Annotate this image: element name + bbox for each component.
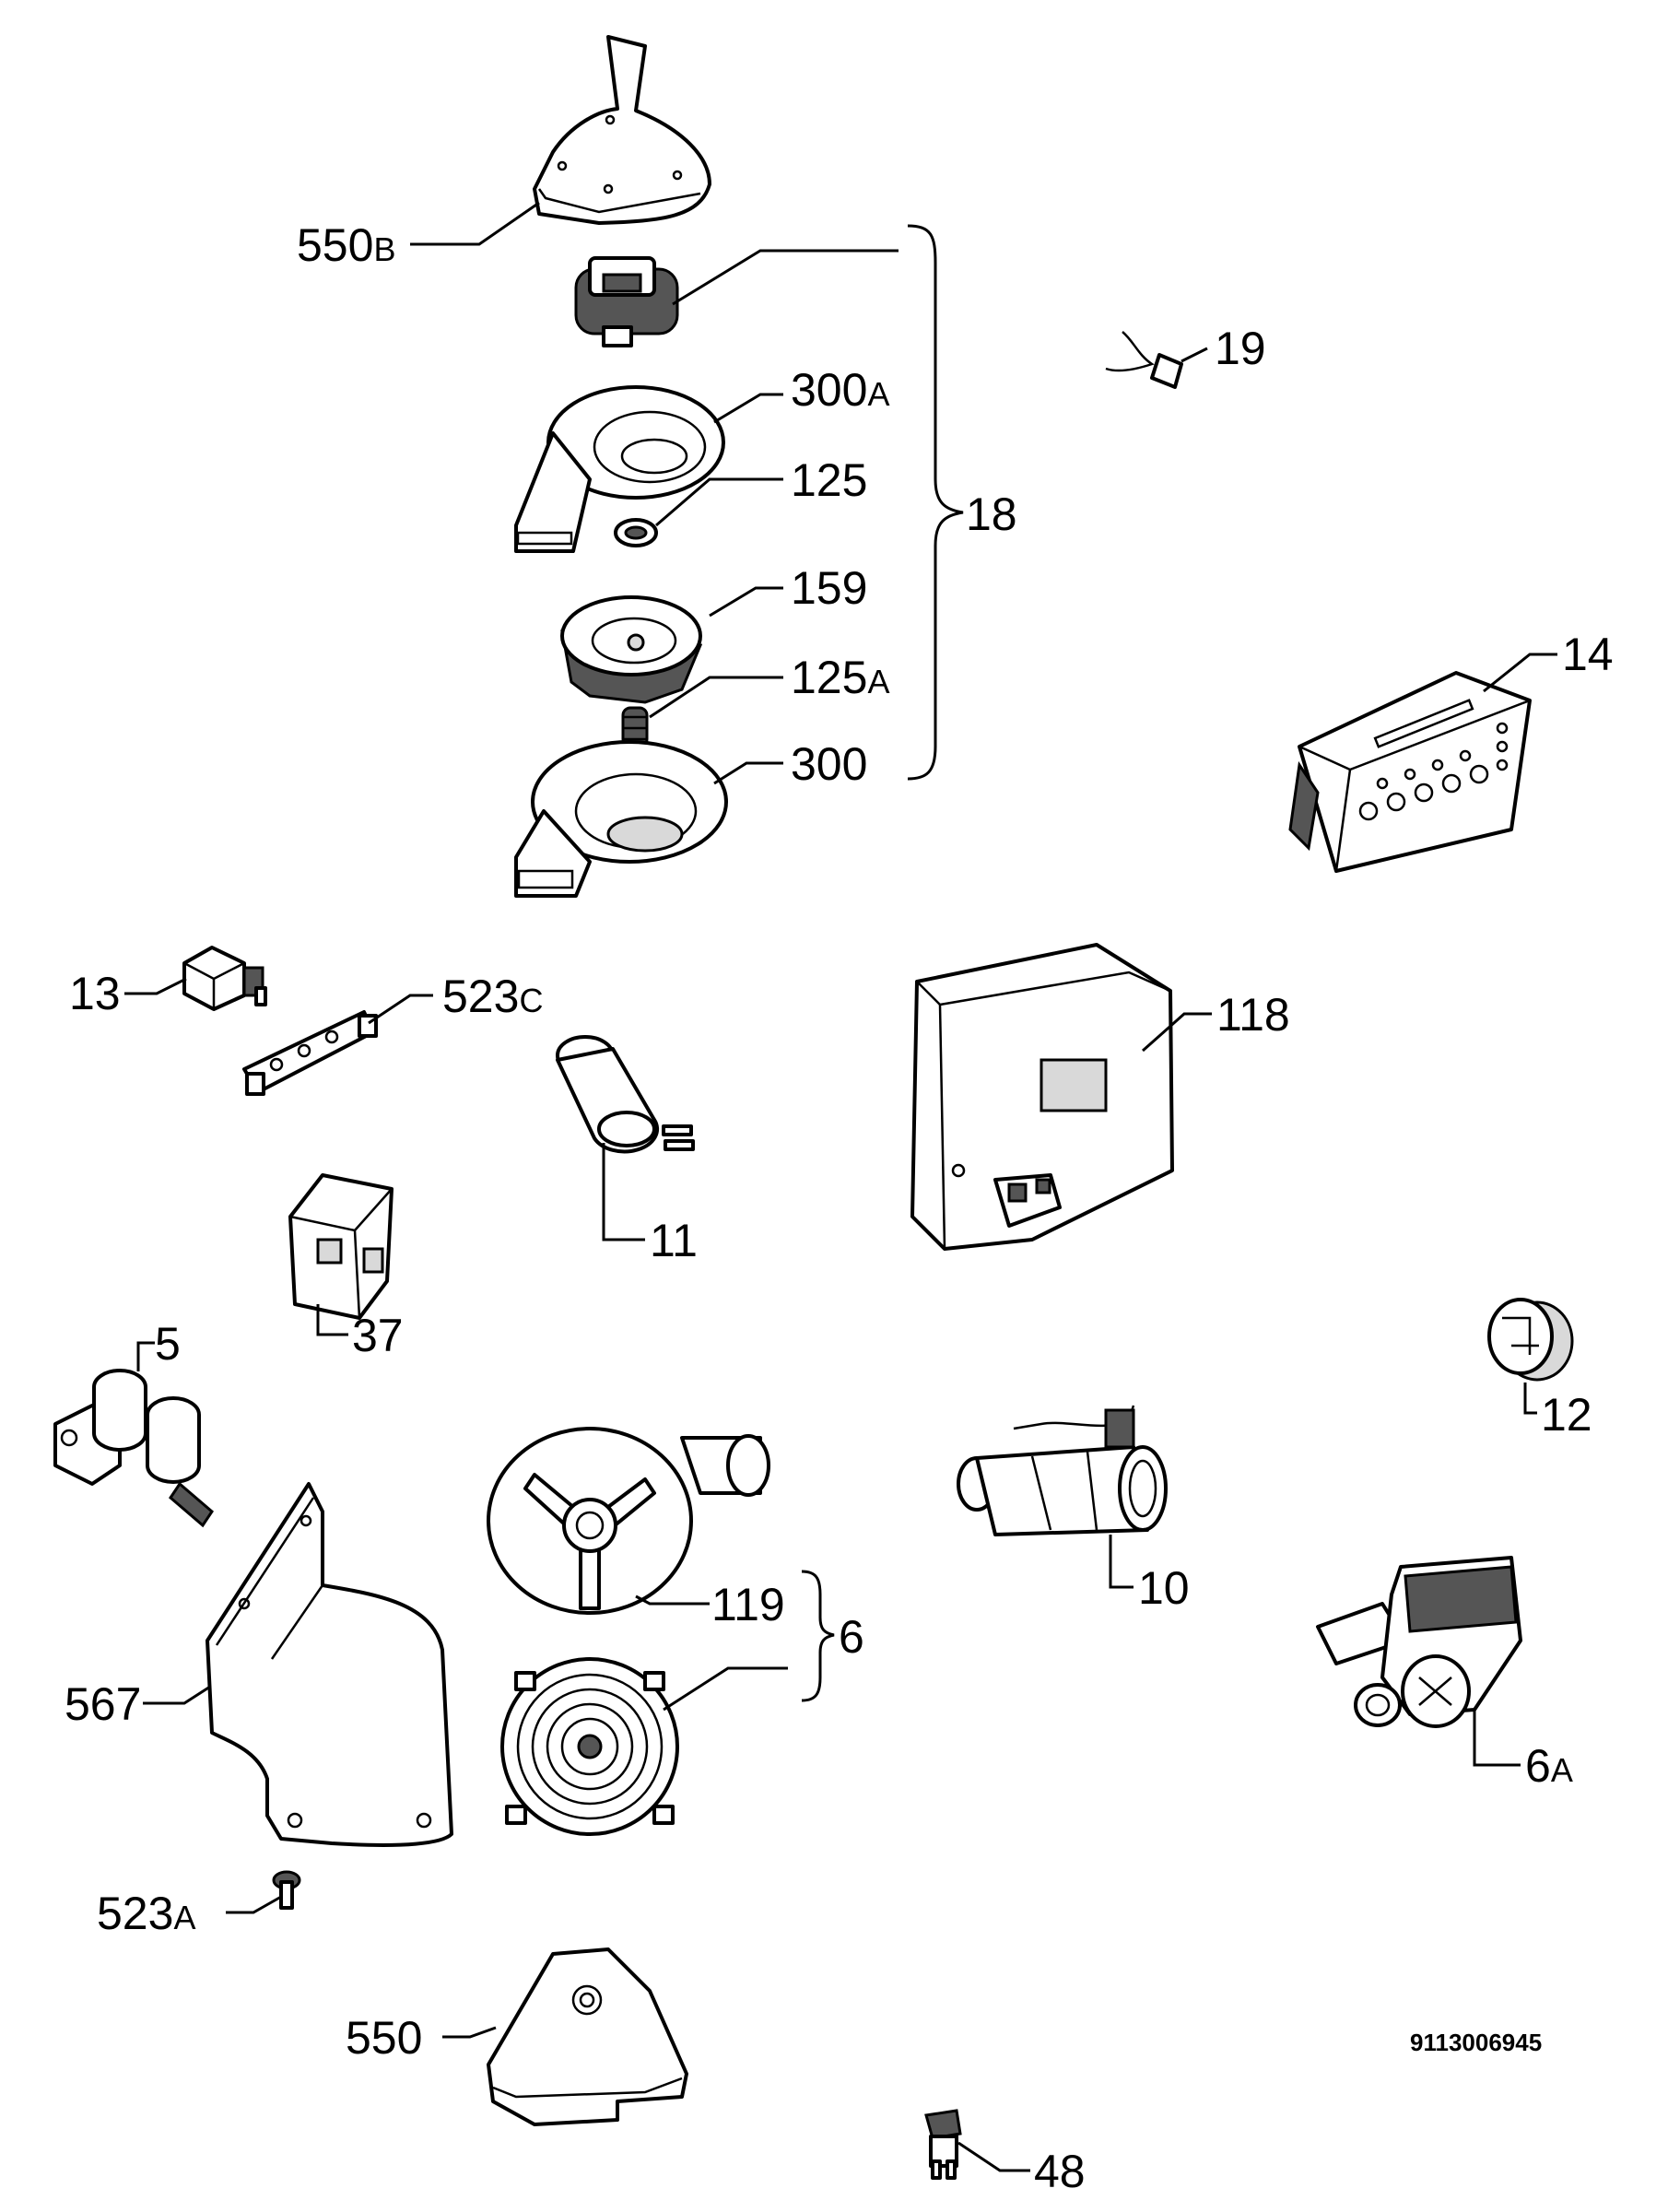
label-13: 13 [69,968,121,1019]
part-5-water-valve [53,1369,214,1528]
label-6: 6 [839,1611,864,1663]
part-550-lower-cover [487,1947,688,2126]
callout-labels: 550B 300A 125 18 159 125A 300 19 14 13 5… [65,219,1614,2197]
part-19-sensor [1105,331,1183,389]
label-14: 14 [1562,629,1614,680]
label-19: 19 [1215,323,1266,374]
part-10-heater [957,1405,1168,1536]
part-300a-upper-housing [514,385,725,553]
label-300: 300 [791,738,867,790]
label-159: 159 [791,562,867,614]
part-118-dispenser [910,943,1174,1251]
diagram-code: 9113006945 [1410,2029,1542,2056]
label-18: 18 [966,488,1017,540]
part-523c-bracket [242,1010,378,1096]
part-motor-top [574,256,679,347]
part-48-clip [924,2109,962,2180]
part-159-impeller [560,595,703,704]
label-125a: 125A [791,652,889,703]
bracket-18 [907,224,964,781]
label-11: 11 [650,1215,698,1266]
label-118: 118 [1216,989,1290,1041]
label-37: 37 [352,1310,404,1361]
part-12-knob [1487,1298,1574,1382]
part-13-switch [182,946,267,1011]
label-125: 125 [791,454,867,506]
label-119: 119 [711,1579,785,1630]
leader-lines [124,201,1557,2172]
part-125-ring [614,518,658,547]
part-523a-screw [272,1870,301,1910]
label-550: 550 [346,2012,422,2064]
label-6a: 6A [1525,1740,1573,1792]
part-14-control-module [1288,671,1532,873]
part-550b-top-cover [533,35,711,225]
part-11-capacitor [556,1035,695,1154]
part-300-lower-housing [514,740,728,898]
bracket-6 [801,1570,835,1702]
label-10: 10 [1138,1562,1190,1614]
label-12: 12 [1541,1389,1592,1441]
label-300a: 300A [791,364,889,416]
label-567: 567 [65,1678,141,1730]
label-5: 5 [155,1318,181,1370]
label-550b: 550B [297,219,395,271]
part-pump-grille [500,1657,679,1836]
part-567-shield [206,1482,453,1847]
part-119-pump-housing [487,1427,770,1615]
label-523a: 523A [97,1888,195,1939]
label-523c: 523C [442,971,543,1022]
part-6a-drain-pump [1316,1556,1522,1728]
part-125a-spring [621,706,649,748]
label-48: 48 [1034,2146,1086,2197]
part-37-box [288,1173,394,1320]
